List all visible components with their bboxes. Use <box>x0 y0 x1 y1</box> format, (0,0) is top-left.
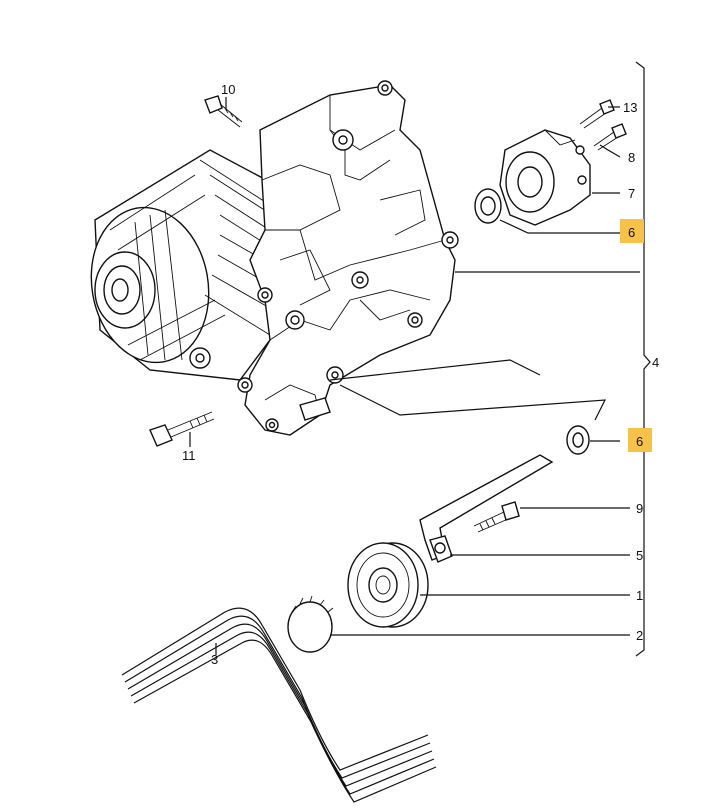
callout-5: 5 <box>636 548 643 563</box>
callout-6-lower: 6 <box>636 434 643 449</box>
callout-7: 7 <box>628 186 635 201</box>
callout-13: 13 <box>623 100 637 115</box>
bolt-9 <box>473 501 520 533</box>
callout-9: 9 <box>636 501 643 516</box>
callout-1: 1 <box>636 588 643 603</box>
callout-4: 4 <box>652 355 659 370</box>
tensioner-pulley-1 <box>347 542 429 628</box>
callout-10: 10 <box>221 82 235 97</box>
callout-8: 8 <box>628 150 635 165</box>
highlight-6-upper <box>620 219 644 243</box>
mounting-bracket <box>237 80 459 436</box>
callout-2: 2 <box>636 628 643 643</box>
cover-cap-2 <box>287 595 334 653</box>
tensioner-housing-7 <box>499 129 591 226</box>
bolt-13 <box>579 99 615 129</box>
callout-3: 3 <box>211 652 218 667</box>
bearing-6-lower <box>566 425 590 455</box>
callout-11: 11 <box>182 448 196 463</box>
poly-v-belt-3 <box>121 607 437 803</box>
highlight-6-lower <box>628 428 652 452</box>
callout-6-upper: 6 <box>628 225 635 240</box>
bolt-11 <box>149 411 215 447</box>
tensioner-arm-5 <box>419 454 554 563</box>
bearing-6-upper <box>474 188 502 224</box>
bolt-10 <box>204 95 243 128</box>
bolt-8 <box>593 123 627 151</box>
leader-lines <box>189 61 651 657</box>
